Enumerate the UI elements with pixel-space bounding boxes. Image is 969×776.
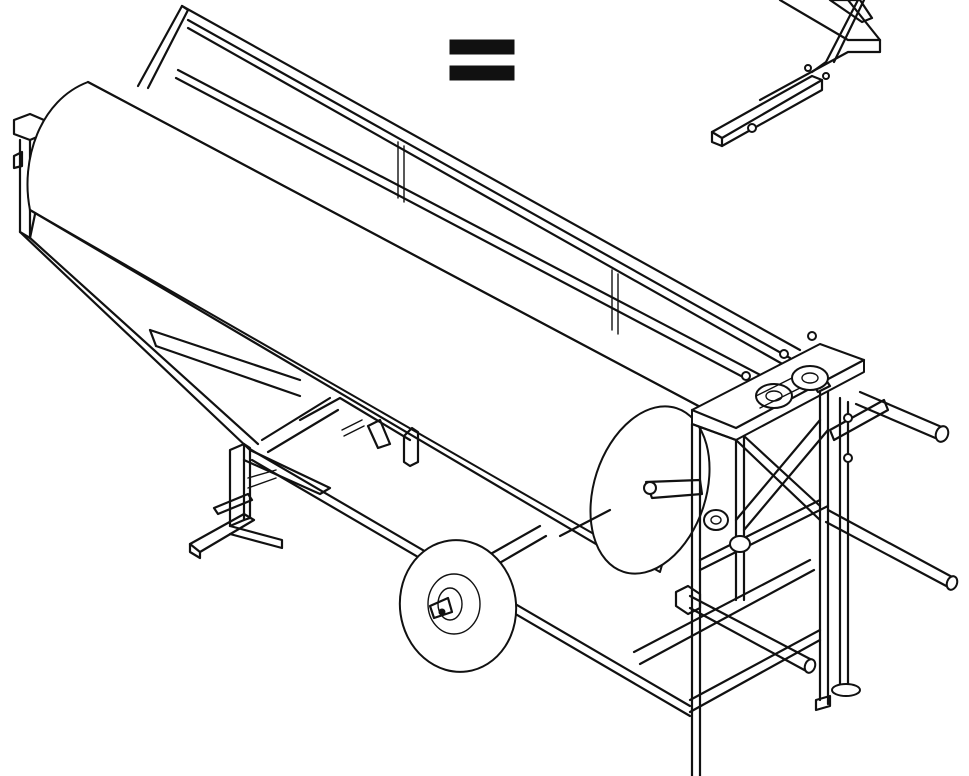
- detail-inset-frame: [710, 0, 882, 148]
- left-foot-bracket: [188, 442, 284, 560]
- right-shafts: [674, 390, 959, 674]
- drive-pulley-assembly: [703, 331, 853, 553]
- material-roll: [26, 80, 711, 575]
- back-frame-rail: [136, 4, 802, 388]
- right-end-stand: [690, 343, 890, 776]
- equals-sign: [449, 39, 515, 81]
- wheel: [398, 539, 518, 673]
